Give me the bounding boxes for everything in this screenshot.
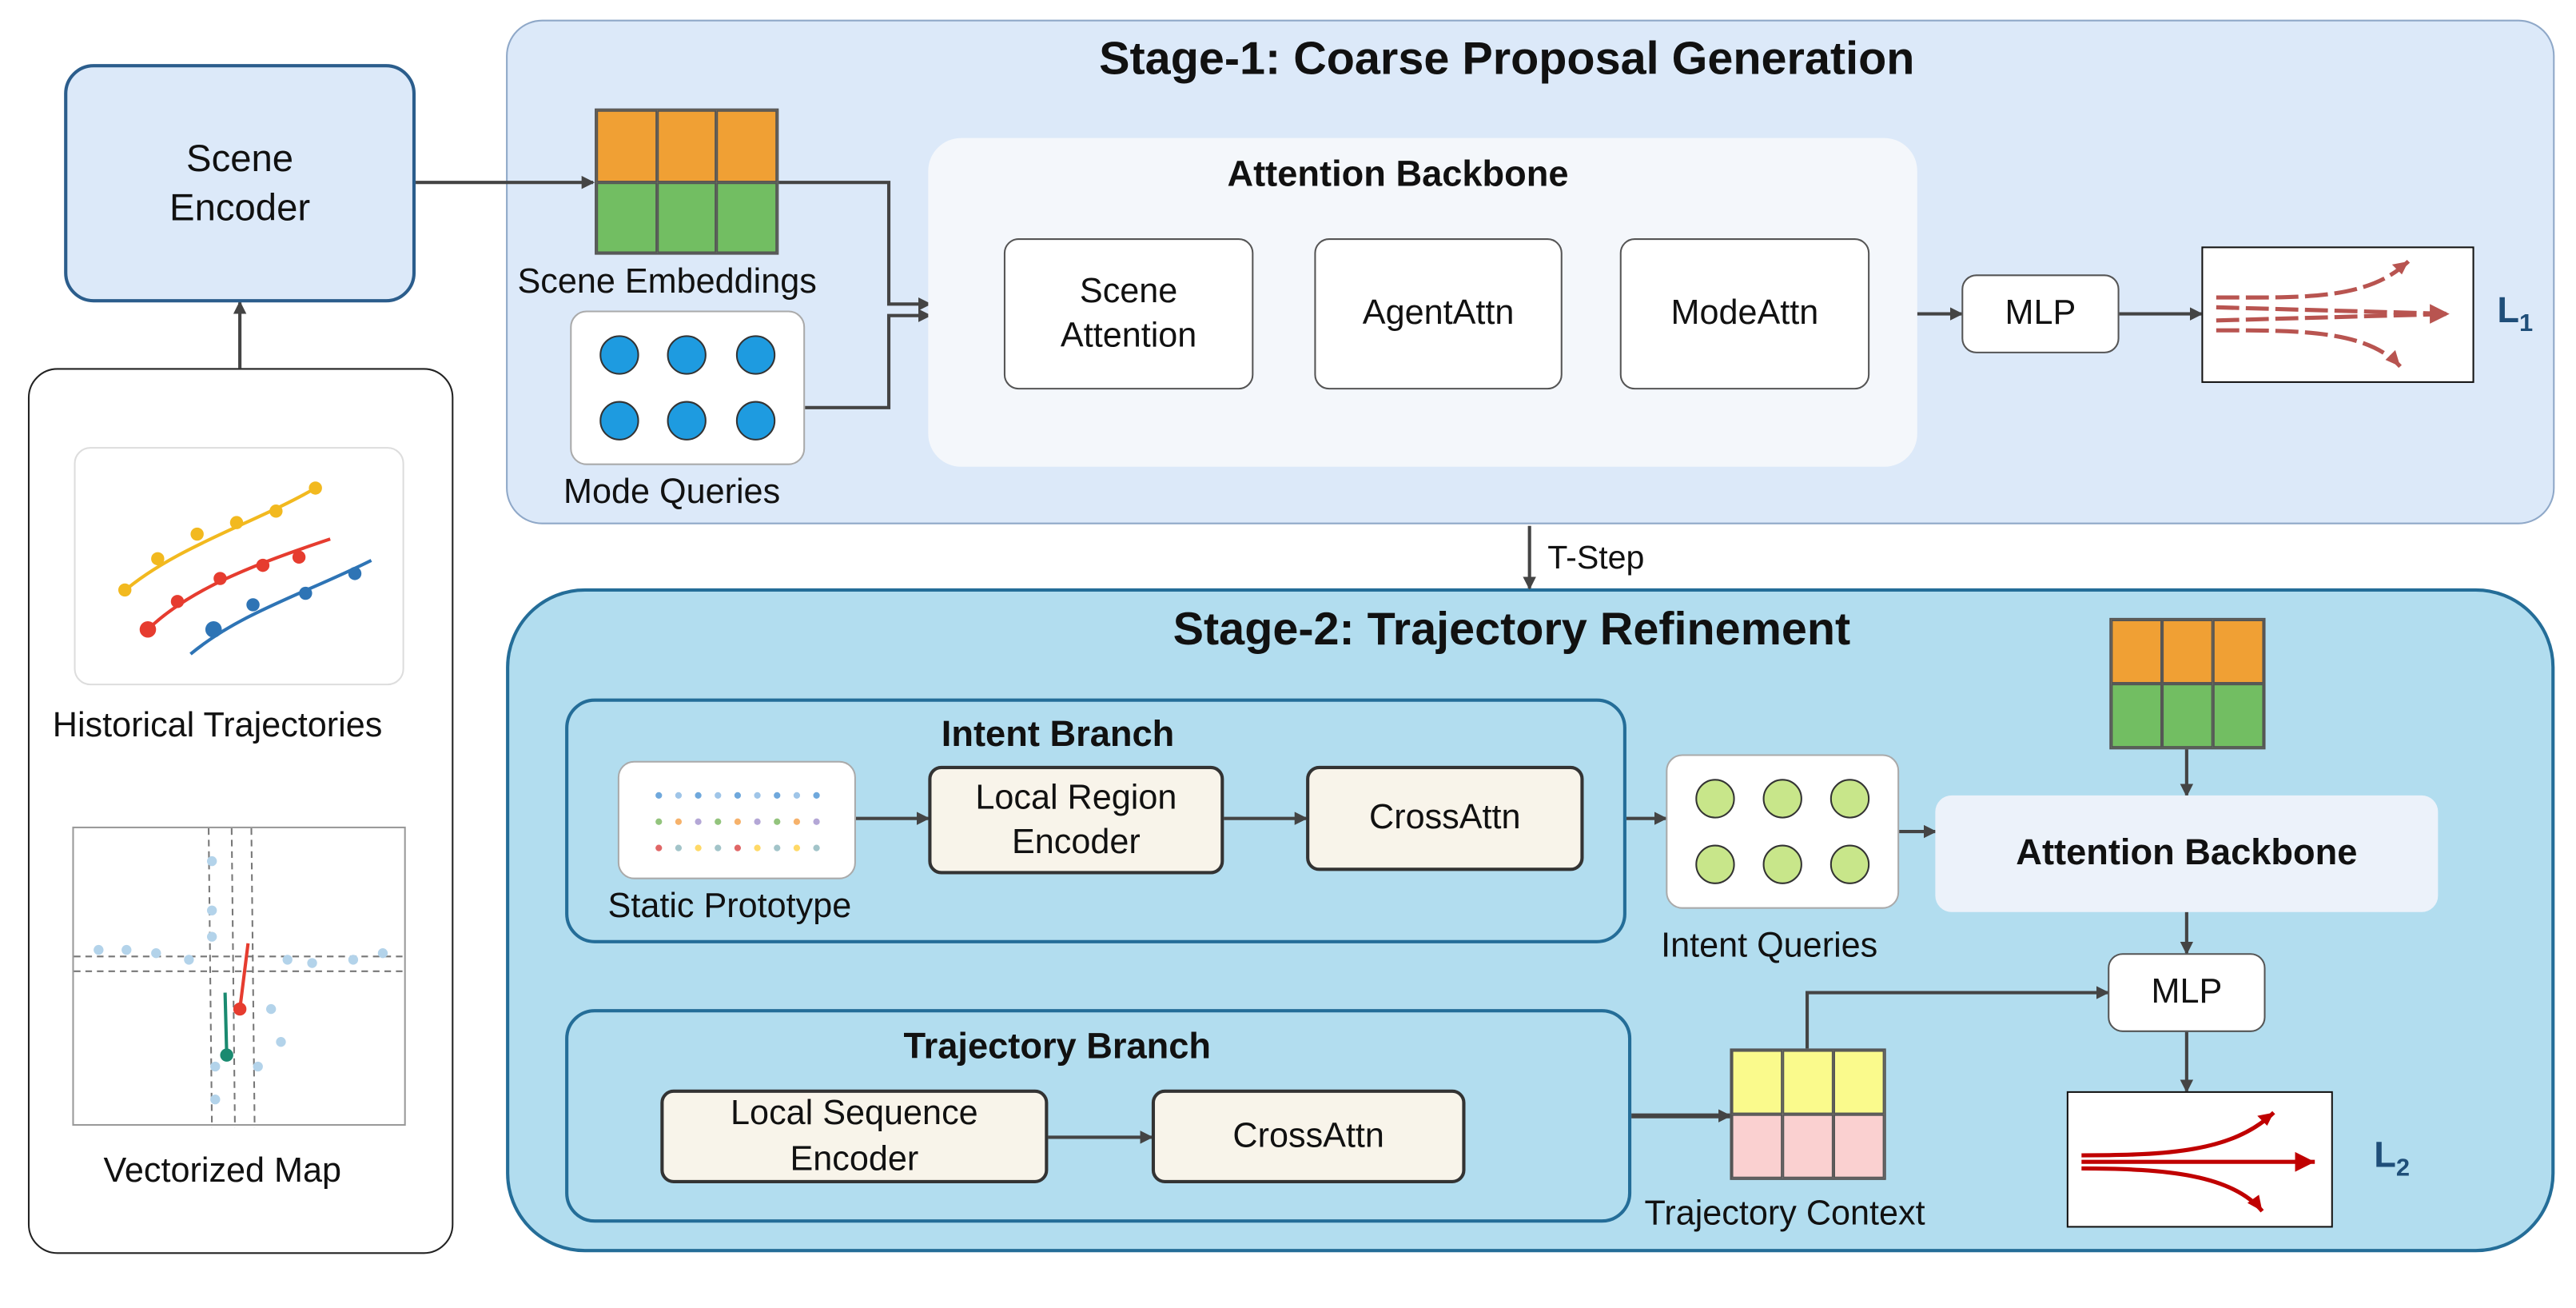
vectorized-map-thumbnail <box>72 826 408 1128</box>
historical-trajectories-thumbnail <box>74 447 404 686</box>
attention-backbone-title: Attention Backbone <box>1227 153 1569 194</box>
loss-l1: L1 <box>2497 289 2533 337</box>
local-sequence-encoder-label: Local Sequence Encoder <box>731 1095 978 1178</box>
scene-attention-label: Scene Attention <box>1060 272 1197 355</box>
stage1-output-trajectories <box>2201 246 2474 383</box>
prototype-dots-icon <box>655 792 820 851</box>
stage2-mlp-box: MLP <box>2108 953 2266 1032</box>
stage2-title: Stage-2: Trajectory Refinement <box>1173 603 1851 655</box>
trajectory-crossattn-box: CrossAttn <box>1151 1089 1466 1183</box>
stage1-title: Stage-1: Coarse Proposal Generation <box>1099 33 1915 84</box>
stage2-mlp-label: MLP <box>2151 973 2223 1011</box>
map-plot-image <box>74 827 408 1128</box>
intent-queries-box <box>1666 754 1900 909</box>
agent-attn-box: AgentAttn <box>1314 238 1563 390</box>
local-sequence-encoder-box: Local Sequence Encoder <box>660 1089 1049 1183</box>
stage1-mlp-label: MLP <box>2005 294 2076 333</box>
loss-l2: L2 <box>2374 1134 2410 1182</box>
stage2-attention-backbone-box: Attention Backbone <box>1935 795 2439 912</box>
stage2-scene-embeddings-grid <box>2109 617 2266 750</box>
static-prototype-label: Static Prototype <box>607 887 852 926</box>
loss-l1-main: L <box>2497 289 2520 331</box>
t-step-label: T-Step <box>1547 540 1645 577</box>
trajectory-context-label: Trajectory Context <box>1644 1194 1925 1233</box>
trajectory-branch-panel <box>565 1009 1632 1223</box>
mode-attn-label: ModeAttn <box>1670 294 1819 333</box>
historical-trajectories-label: Historical Trajectories <box>52 706 383 745</box>
scene-embeddings-grid <box>595 108 779 255</box>
intent-queries-label: Intent Queries <box>1661 927 1878 965</box>
intent-crossattn-box: CrossAttn <box>1306 765 1584 871</box>
stage1-mlp-box: MLP <box>1961 274 2120 353</box>
trajectory-crossattn-label: CrossAttn <box>1232 1117 1384 1155</box>
trajectory-plot-image <box>117 481 372 656</box>
vectorized-map-label: Vectorized Map <box>103 1151 342 1190</box>
scene-attention-box: Scene Attention <box>1003 238 1254 390</box>
stage2-output-trajectories <box>2066 1091 2333 1228</box>
loss-l2-main: L <box>2374 1134 2396 1175</box>
local-region-encoder-box: Local Region Encoder <box>928 765 1224 875</box>
scene-encoder-box: Scene Encoder <box>64 64 416 303</box>
loss-l2-sub: 2 <box>2395 1154 2411 1182</box>
static-prototype-box <box>617 760 856 879</box>
agent-attn-label: AgentAttn <box>1362 294 1515 333</box>
mode-queries-label: Mode Queries <box>563 473 781 512</box>
local-region-encoder-label: Local Region Encoder <box>975 778 1177 862</box>
scene-embeddings-label: Scene Embeddings <box>517 262 817 301</box>
loss-l1-sub: 1 <box>2519 309 2534 338</box>
mode-queries-box <box>570 310 806 465</box>
intent-branch-title: Intent Branch <box>941 713 1175 755</box>
refined-trajectories-icon <box>2081 1111 2315 1213</box>
coarse-trajectories-icon <box>2216 259 2450 369</box>
mode-attn-box: ModeAttn <box>1619 238 1870 390</box>
trajectory-branch-title: Trajectory Branch <box>903 1025 1212 1067</box>
stage2-attention-backbone-label: Attention Backbone <box>2016 831 2358 873</box>
intent-crossattn-label: CrossAttn <box>1369 799 1521 837</box>
intent-branch-panel <box>565 698 1626 943</box>
scene-encoder-label: Scene Encoder <box>169 135 311 228</box>
trajectory-context-grid <box>1730 1048 1886 1180</box>
